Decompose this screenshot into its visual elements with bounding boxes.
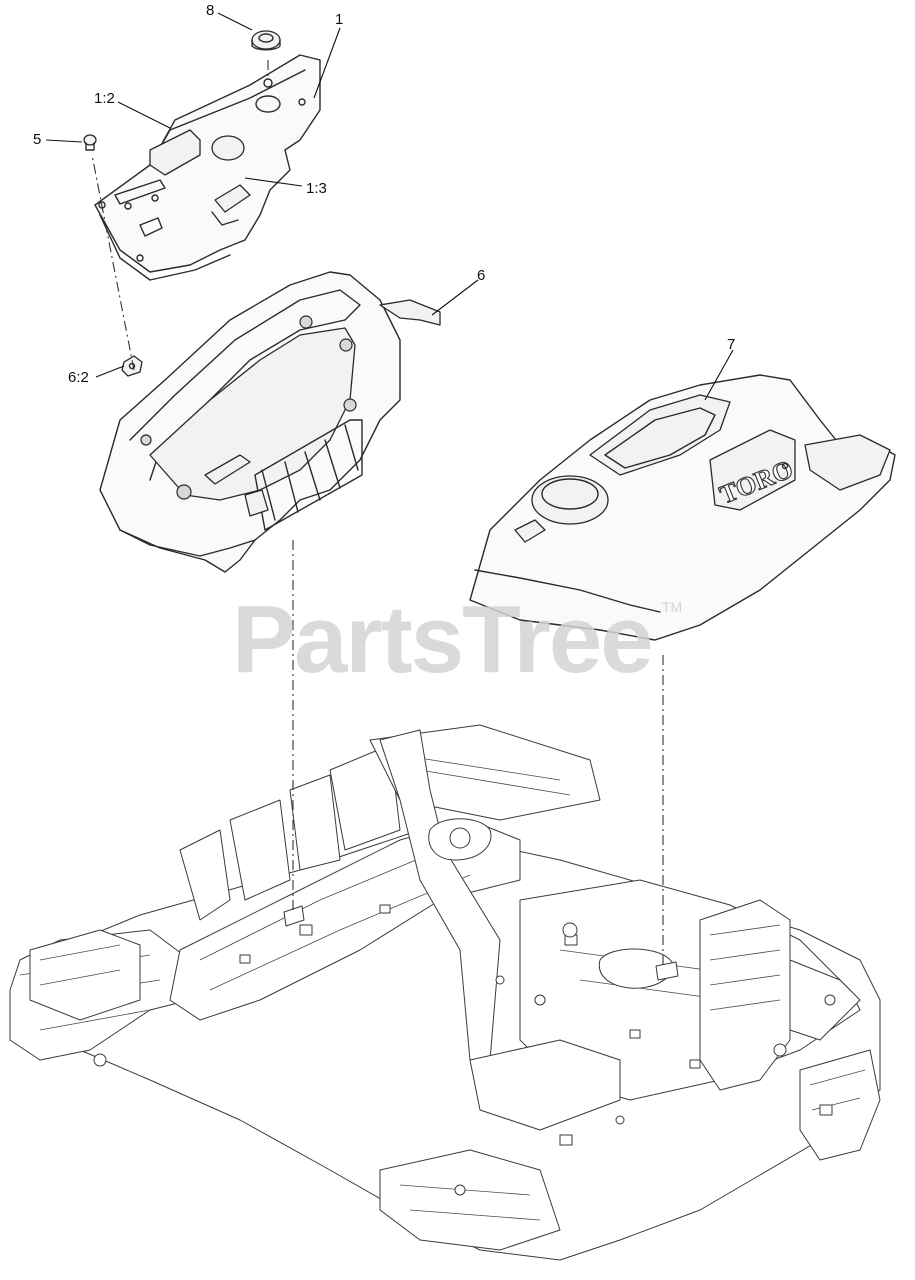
control-panel-plate xyxy=(94,54,321,281)
leader-lines xyxy=(45,12,734,401)
callout-6: 6 xyxy=(477,267,485,284)
callout-1-3: 1:3 xyxy=(306,180,327,197)
console-cover: TORO xyxy=(469,374,896,641)
watermark-text: PartsTree xyxy=(232,586,652,693)
callout-1: 1 xyxy=(335,11,343,28)
callout-7: 7 xyxy=(727,336,735,353)
frame-holes xyxy=(93,904,836,1196)
alignment-lines xyxy=(91,60,664,965)
watermark-trademark: TM xyxy=(662,599,682,615)
machine-frame xyxy=(9,724,881,1261)
grommet-8 xyxy=(251,30,281,51)
callout-8: 8 xyxy=(206,2,214,19)
callout-6-2: 6:2 xyxy=(68,369,89,386)
screw-5 xyxy=(83,134,97,151)
console-housing xyxy=(99,271,441,573)
callout-labels: 8 1 1:2 5 1:3 6 6:2 7 xyxy=(33,2,735,386)
callout-1-2: 1:2 xyxy=(94,90,115,107)
clip-nut-6-2 xyxy=(121,355,143,377)
callout-5: 5 xyxy=(33,131,41,148)
